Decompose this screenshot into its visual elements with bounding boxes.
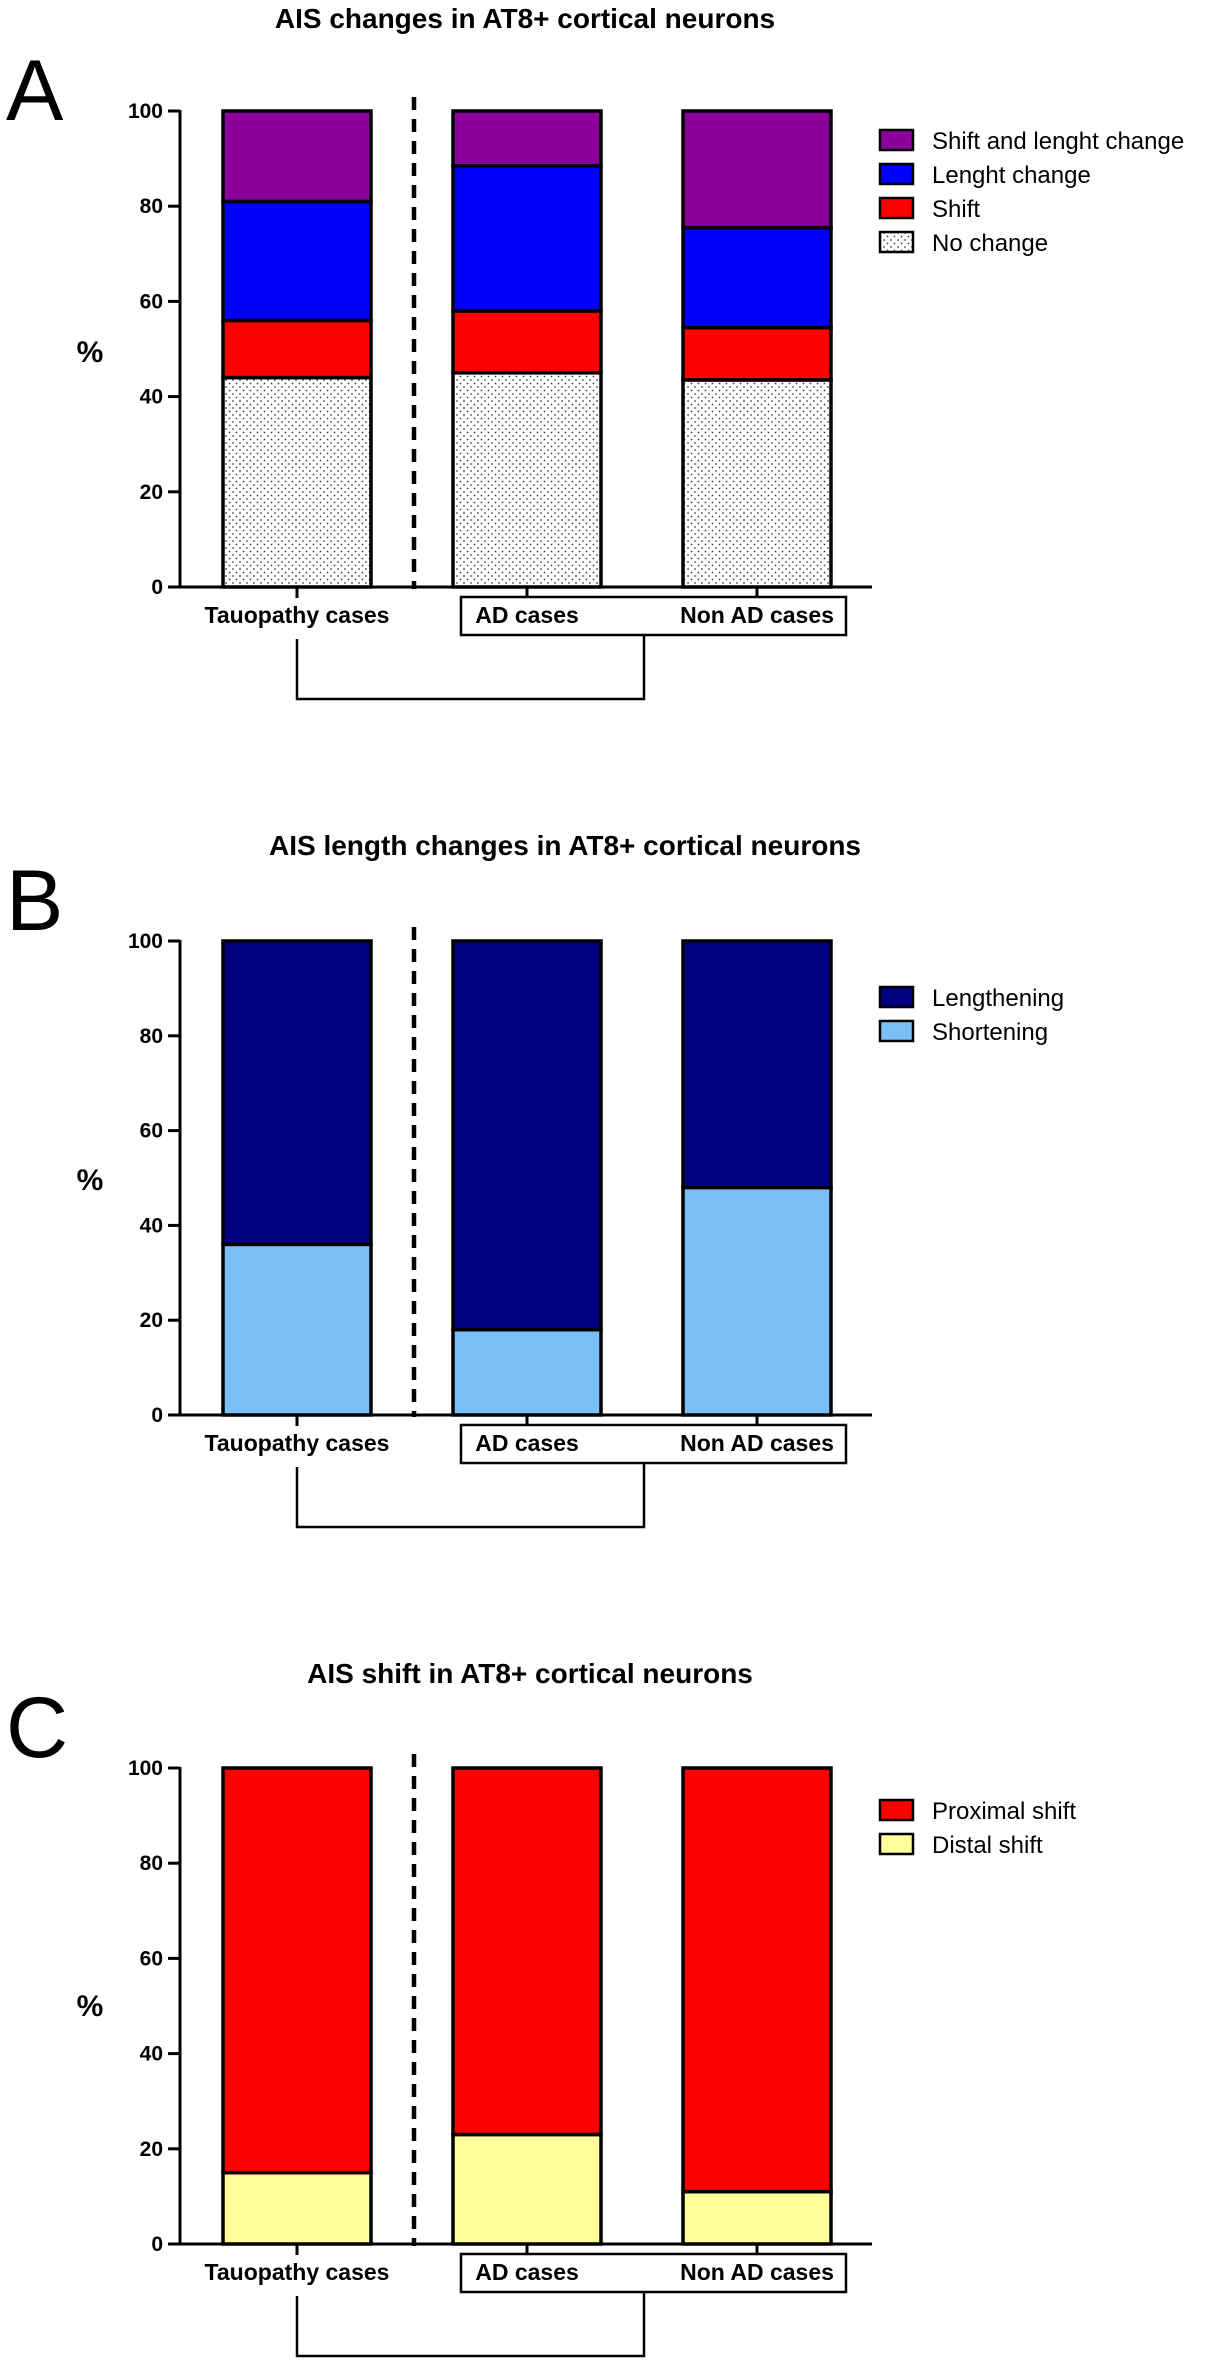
bar-segment [451,109,603,168]
panel-b-ylabel: % [77,1164,104,1197]
bar-segment [681,2189,833,2246]
comparison-bracket [295,1463,646,1529]
y-tick-label: 80 [140,1852,163,1875]
x-category-label: Tauopathy cases [205,1430,390,1456]
group-box [459,2252,848,2294]
bar-segment [221,1242,373,1417]
bar-segment [681,109,833,230]
y-tick-label: 60 [140,1120,163,1143]
panel-a-title: AIS changes in AT8+ cortical neurons [275,3,775,34]
bar-segment [221,375,373,589]
x-category-label: Non AD cases [680,1430,834,1456]
y-tick-label: 20 [140,2138,163,2161]
bar-segment [451,309,603,375]
bar-segment [221,318,373,380]
y-tick-label: 40 [140,386,163,409]
bar-segment [451,1766,603,2137]
y-tick-label: 40 [140,1214,163,1237]
y-tick-label: 0 [151,1404,163,1427]
panel-c-letter: C [6,1680,68,1776]
y-tick-label: 80 [140,195,163,218]
bar-segment [681,939,833,1190]
bar-segment [221,2170,373,2246]
bar-segment [451,2132,603,2246]
legend-label: Shift and lenght change [932,128,1184,155]
y-tick-label: 0 [151,2233,163,2256]
bar-segment [221,1766,373,2175]
y-tick-label: 100 [128,930,163,953]
bar-segment [451,939,603,1332]
x-category-label: AD cases [475,602,579,628]
legend-label: Shift [932,196,980,223]
legend-swatch [878,162,915,186]
x-category-label: Tauopathy cases [205,602,390,628]
y-tick-label: 20 [140,481,163,504]
panel-b-letter: B [6,853,63,949]
x-category-label: Tauopathy cases [205,2259,390,2285]
comparison-bracket [295,635,646,701]
legend-swatch [878,128,915,152]
y-tick-label: 0 [151,576,163,599]
legend-swatch [878,985,915,1009]
legend-swatch [878,1798,915,1822]
y-tick-label: 100 [128,100,163,123]
panel-a-ylabel: % [77,336,104,369]
legend-label: Lenght change [932,162,1091,189]
legend-label: Proximal shift [932,1798,1076,1825]
panel-c-title: AIS shift in AT8+ cortical neurons [307,1658,753,1689]
bar-segment [451,1327,603,1417]
bar-segment [681,325,833,382]
legend-swatch [878,1019,915,1043]
y-tick-label: 20 [140,1309,163,1332]
comparison-bracket [295,2292,646,2358]
group-box [459,595,848,637]
y-tick-label: 100 [128,1757,163,1780]
panel-c: C AIS shift in AT8+ cortical neurons % 0… [6,1658,1076,2358]
x-category-label: Non AD cases [680,602,834,628]
y-tick-label: 60 [140,290,163,313]
bar-segment [221,939,373,1247]
legend-swatch [878,230,915,254]
legend-label: Lengthening [932,985,1064,1012]
group-box [459,1423,848,1465]
panel-b: B AIS length changes in AT8+ cortical ne… [6,830,1064,1529]
legend-label: No change [932,230,1048,257]
x-category-label: Non AD cases [680,2259,834,2285]
panel-a-letter: A [6,43,64,139]
bar-segment [681,1185,833,1417]
legend-label: Shortening [932,1019,1048,1046]
y-tick-label: 40 [140,2043,163,2066]
bar-segment [221,109,373,204]
legend-swatch [878,1832,915,1856]
y-tick-label: 80 [140,1025,163,1048]
panel-c-ylabel: % [77,1990,104,2023]
bar-segment [221,199,373,323]
bar-segment [681,225,833,330]
panel-a: A AIS changes in AT8+ cortical neurons %… [6,3,1184,701]
bar-segment [681,378,833,589]
y-tick-label: 60 [140,1947,163,1970]
x-category-label: AD cases [475,2259,579,2285]
panel-b-title: AIS length changes in AT8+ cortical neur… [269,830,861,861]
legend-swatch [878,196,915,220]
legend-label: Distal shift [932,1832,1043,1859]
bar-segment [451,371,603,589]
bar-segment [681,1766,833,2194]
x-category-label: AD cases [475,1430,579,1456]
bar-segment [451,163,603,313]
